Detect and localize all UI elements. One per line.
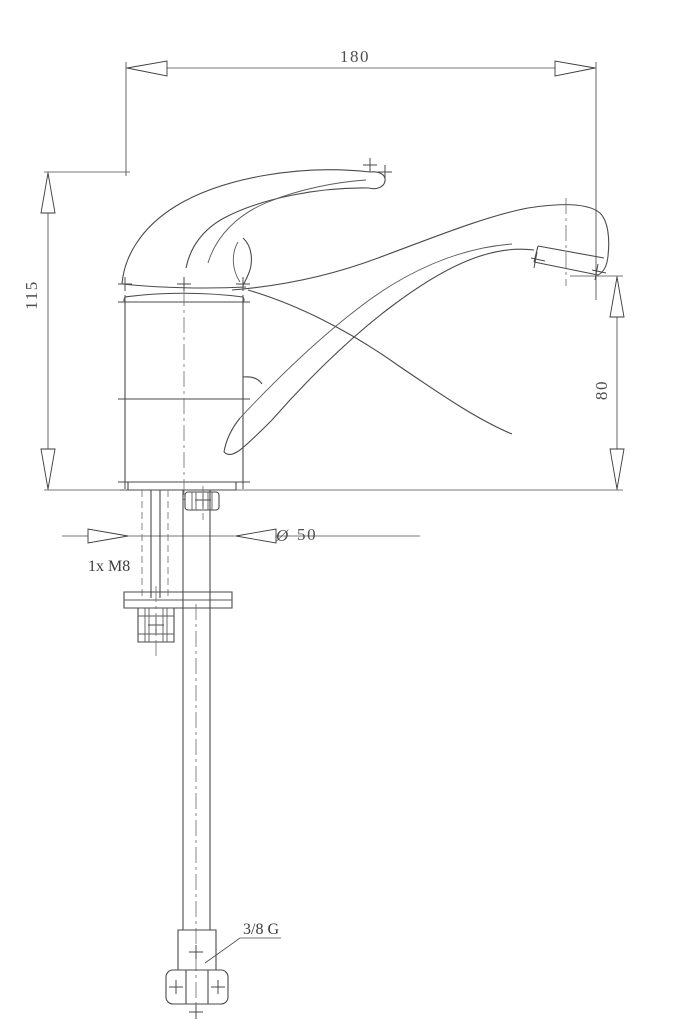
thread-note-leader-line: [204, 937, 281, 964]
annotation-thread-note: 3/8 G: [243, 921, 279, 938]
hose-nut-mark-bottom: [189, 1005, 203, 1019]
spout-lower-outline-upper: [272, 249, 534, 420]
mark-handle-tip: [363, 158, 377, 172]
arrowhead-bottom: [40, 448, 56, 490]
mark-body-top-center: [177, 277, 191, 291]
mark-ring-top-right: [236, 295, 250, 309]
mounting-hardware: [141, 486, 219, 600]
mark-ring-mid-right: [236, 392, 250, 406]
lever-handle: [122, 170, 385, 288]
hose-nut-mark-left: [169, 980, 183, 994]
spout-head-inner-line: [538, 246, 604, 258]
handle-under-outline: [186, 188, 369, 268]
mark-ring-top-left: [118, 295, 132, 309]
body-top-cap: [125, 293, 243, 297]
spout-underside-line: [248, 290, 512, 434]
spout-outlet-face: [534, 262, 598, 275]
spout-lower-bend: [224, 420, 272, 454]
annotation-stud-note: 1x M8: [88, 558, 130, 575]
handle-pivot-inner-arc: [232, 241, 241, 283]
spout-head-tick-marks: [530, 251, 607, 281]
dimension-label-115: 115: [22, 280, 41, 310]
dimension-label-180: 180: [340, 47, 370, 66]
clamp-assembly: [124, 586, 232, 660]
spout-head-left-edge: [534, 246, 538, 262]
spout-head-top-right: [528, 205, 609, 256]
spout-inner-wall-line: [239, 243, 513, 419]
handle-base-edge: [122, 284, 246, 288]
arrowhead-top: [609, 276, 625, 318]
registration-marks: [118, 158, 392, 489]
dimension-overall-height: 115: [22, 171, 130, 491]
arrowhead-bottom: [609, 448, 625, 490]
base-escutcheon: [128, 482, 236, 490]
mark-handle-tip-end: [378, 165, 392, 179]
base-nut-body: [185, 492, 219, 510]
dimension-label-50: 50: [297, 525, 317, 544]
handle-top-outline: [122, 170, 370, 284]
spout-join-upper: [243, 377, 262, 384]
hose-connector: 3/8 G: [166, 921, 281, 1019]
mark-ring-bot-right: [236, 475, 250, 489]
spout-head-right-edge: [598, 256, 608, 275]
spout-join-lower: [224, 418, 240, 452]
supply-tube: [183, 598, 210, 1012]
base-hex-nut: [185, 492, 219, 510]
dimension-spout-height: 80: [120, 275, 625, 491]
mark-body-top-right: [236, 277, 250, 291]
arrowhead-left: [87, 528, 129, 544]
dimension-spout-reach: 180: [125, 47, 597, 300]
dimension-base-diameter: Ø 50: [62, 525, 420, 545]
mark-ring-mid-left: [118, 392, 132, 406]
arrowhead-right: [554, 60, 596, 77]
arrowhead-right: [235, 528, 277, 544]
spout-upper-outline: [232, 208, 528, 290]
body-cylinder: [123, 290, 245, 500]
handle-tip-cap: [369, 172, 385, 189]
arrowhead-top: [40, 172, 56, 214]
dimension-label-80: 80: [592, 380, 611, 400]
connector-barrel: [178, 930, 216, 970]
spout-arm: [224, 198, 609, 454]
handle-pivot-arc: [243, 238, 251, 286]
mark-ring-bot-left: [118, 475, 132, 489]
hose-nut-body: [166, 970, 228, 1004]
connector-center-mark: [189, 945, 203, 959]
mark-body-top-left: [118, 277, 132, 291]
hose-nut-mark-right: [211, 980, 225, 994]
diameter-symbol-icon: Ø: [275, 526, 290, 545]
handle-crease-line: [207, 179, 367, 264]
arrowhead-left: [126, 60, 168, 77]
